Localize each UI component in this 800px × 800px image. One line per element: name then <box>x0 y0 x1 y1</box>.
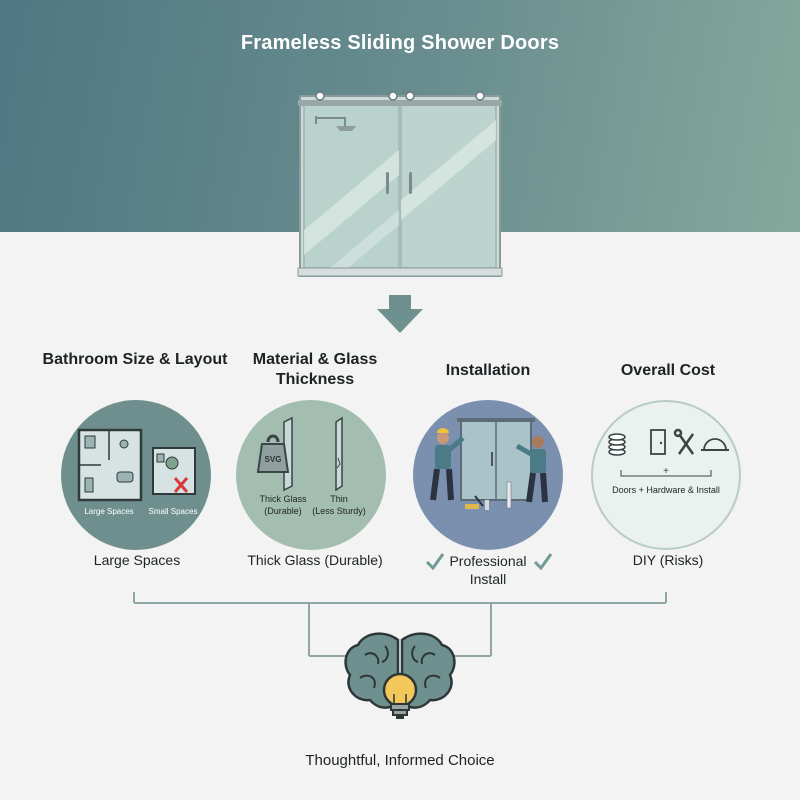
caption-bathroom: Large Spaces <box>93 552 181 568</box>
thin-glass-label-2: (Less Sturdy) <box>312 506 366 516</box>
door-icon <box>650 429 666 455</box>
large-spaces-label: Large Spaces <box>84 507 133 516</box>
bathroom-size-circle: Large Spaces Small Spaces <box>61 400 211 550</box>
small-spaces-label: Small Spaces <box>149 507 198 516</box>
category-heading-cost: Overall Cost <box>620 362 716 379</box>
caption-cost: DIY (Risks) <box>632 552 704 568</box>
shower-door-icon <box>297 91 503 277</box>
plus-sign: + <box>663 466 669 477</box>
brain-lightbulb-icon <box>344 632 456 719</box>
check-icon <box>533 553 553 570</box>
category-heading-material: Material & Glass Thickness <box>252 351 378 388</box>
thick-glass-label-1: Thick Glass <box>259 494 307 504</box>
weight-icon: SVG <box>256 434 290 473</box>
connector-lines <box>133 592 667 657</box>
caption-material: Thick Glass (Durable) <box>247 552 383 568</box>
check-icon <box>425 553 445 570</box>
conclusion-text: Thoughtful, Informed Choice <box>305 752 495 769</box>
glass-panel-icon: SVG Thick Glass (Durable) Thin (Less Stu… <box>256 416 366 516</box>
thin-glass-label-1: Thin <box>330 494 348 504</box>
installers-icon <box>430 418 548 510</box>
category-heading-bathroom: Bathroom Size & Layout <box>42 351 228 368</box>
overall-cost-circle: + Doors + Hardware & Install <box>591 400 741 550</box>
floor-plan-icon: Large Spaces Small Spaces <box>77 428 198 516</box>
caption-installation: Professional Install <box>393 552 583 588</box>
down-arrow-icon <box>377 295 423 333</box>
caption-installation-line1: Professional <box>449 553 527 569</box>
cost-breakdown-label: Doors + Hardware & Install <box>612 485 720 495</box>
svg-text:SVG: SVG <box>265 455 282 464</box>
thick-glass-label-2: (Durable) <box>264 506 302 516</box>
worker-right <box>515 436 548 503</box>
category-heading-installation: Installation <box>445 362 531 379</box>
material-glass-circle: SVG Thick Glass (Durable) Thin (Less Stu… <box>236 400 386 550</box>
caption-installation-line2: Install <box>469 571 507 587</box>
hardhat-icon <box>701 438 729 451</box>
page-title: Frameless Sliding Shower Doors <box>240 32 560 54</box>
tools-icon <box>673 428 695 455</box>
installation-circle <box>413 400 563 550</box>
worker-left <box>430 428 465 501</box>
cost-icons: + Doors + Hardware & Install <box>608 428 729 495</box>
coins-icon <box>608 433 626 456</box>
